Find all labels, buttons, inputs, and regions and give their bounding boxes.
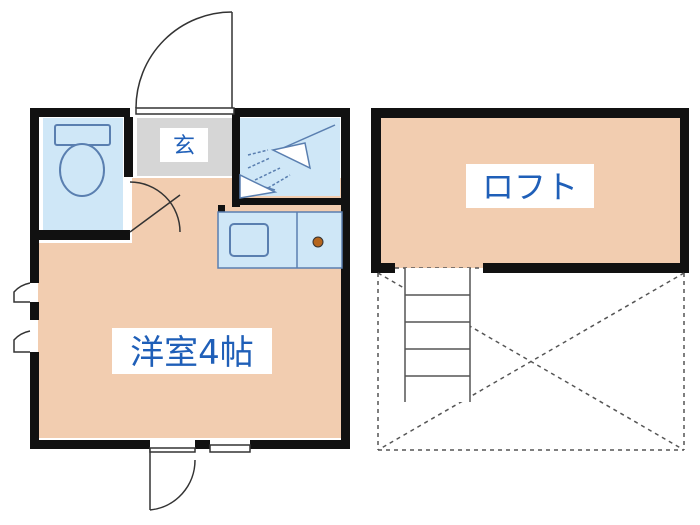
toilet-icon xyxy=(54,124,111,197)
left-unit-walls xyxy=(30,108,350,449)
door-swing-icon xyxy=(13,11,251,511)
entrance-label-bg xyxy=(160,128,208,162)
main-room-label: 洋室4帖 xyxy=(130,333,254,373)
ladder-icon xyxy=(404,268,471,402)
entrance-label: 玄 xyxy=(173,134,195,159)
stove-icon xyxy=(312,236,324,248)
loft-label-bg xyxy=(466,164,594,208)
shower-icon xyxy=(239,124,336,199)
loft-label: ロフト xyxy=(482,168,578,206)
main-room-label-bg xyxy=(112,328,272,374)
sink-icon xyxy=(229,223,269,257)
loft-walls xyxy=(371,108,689,273)
